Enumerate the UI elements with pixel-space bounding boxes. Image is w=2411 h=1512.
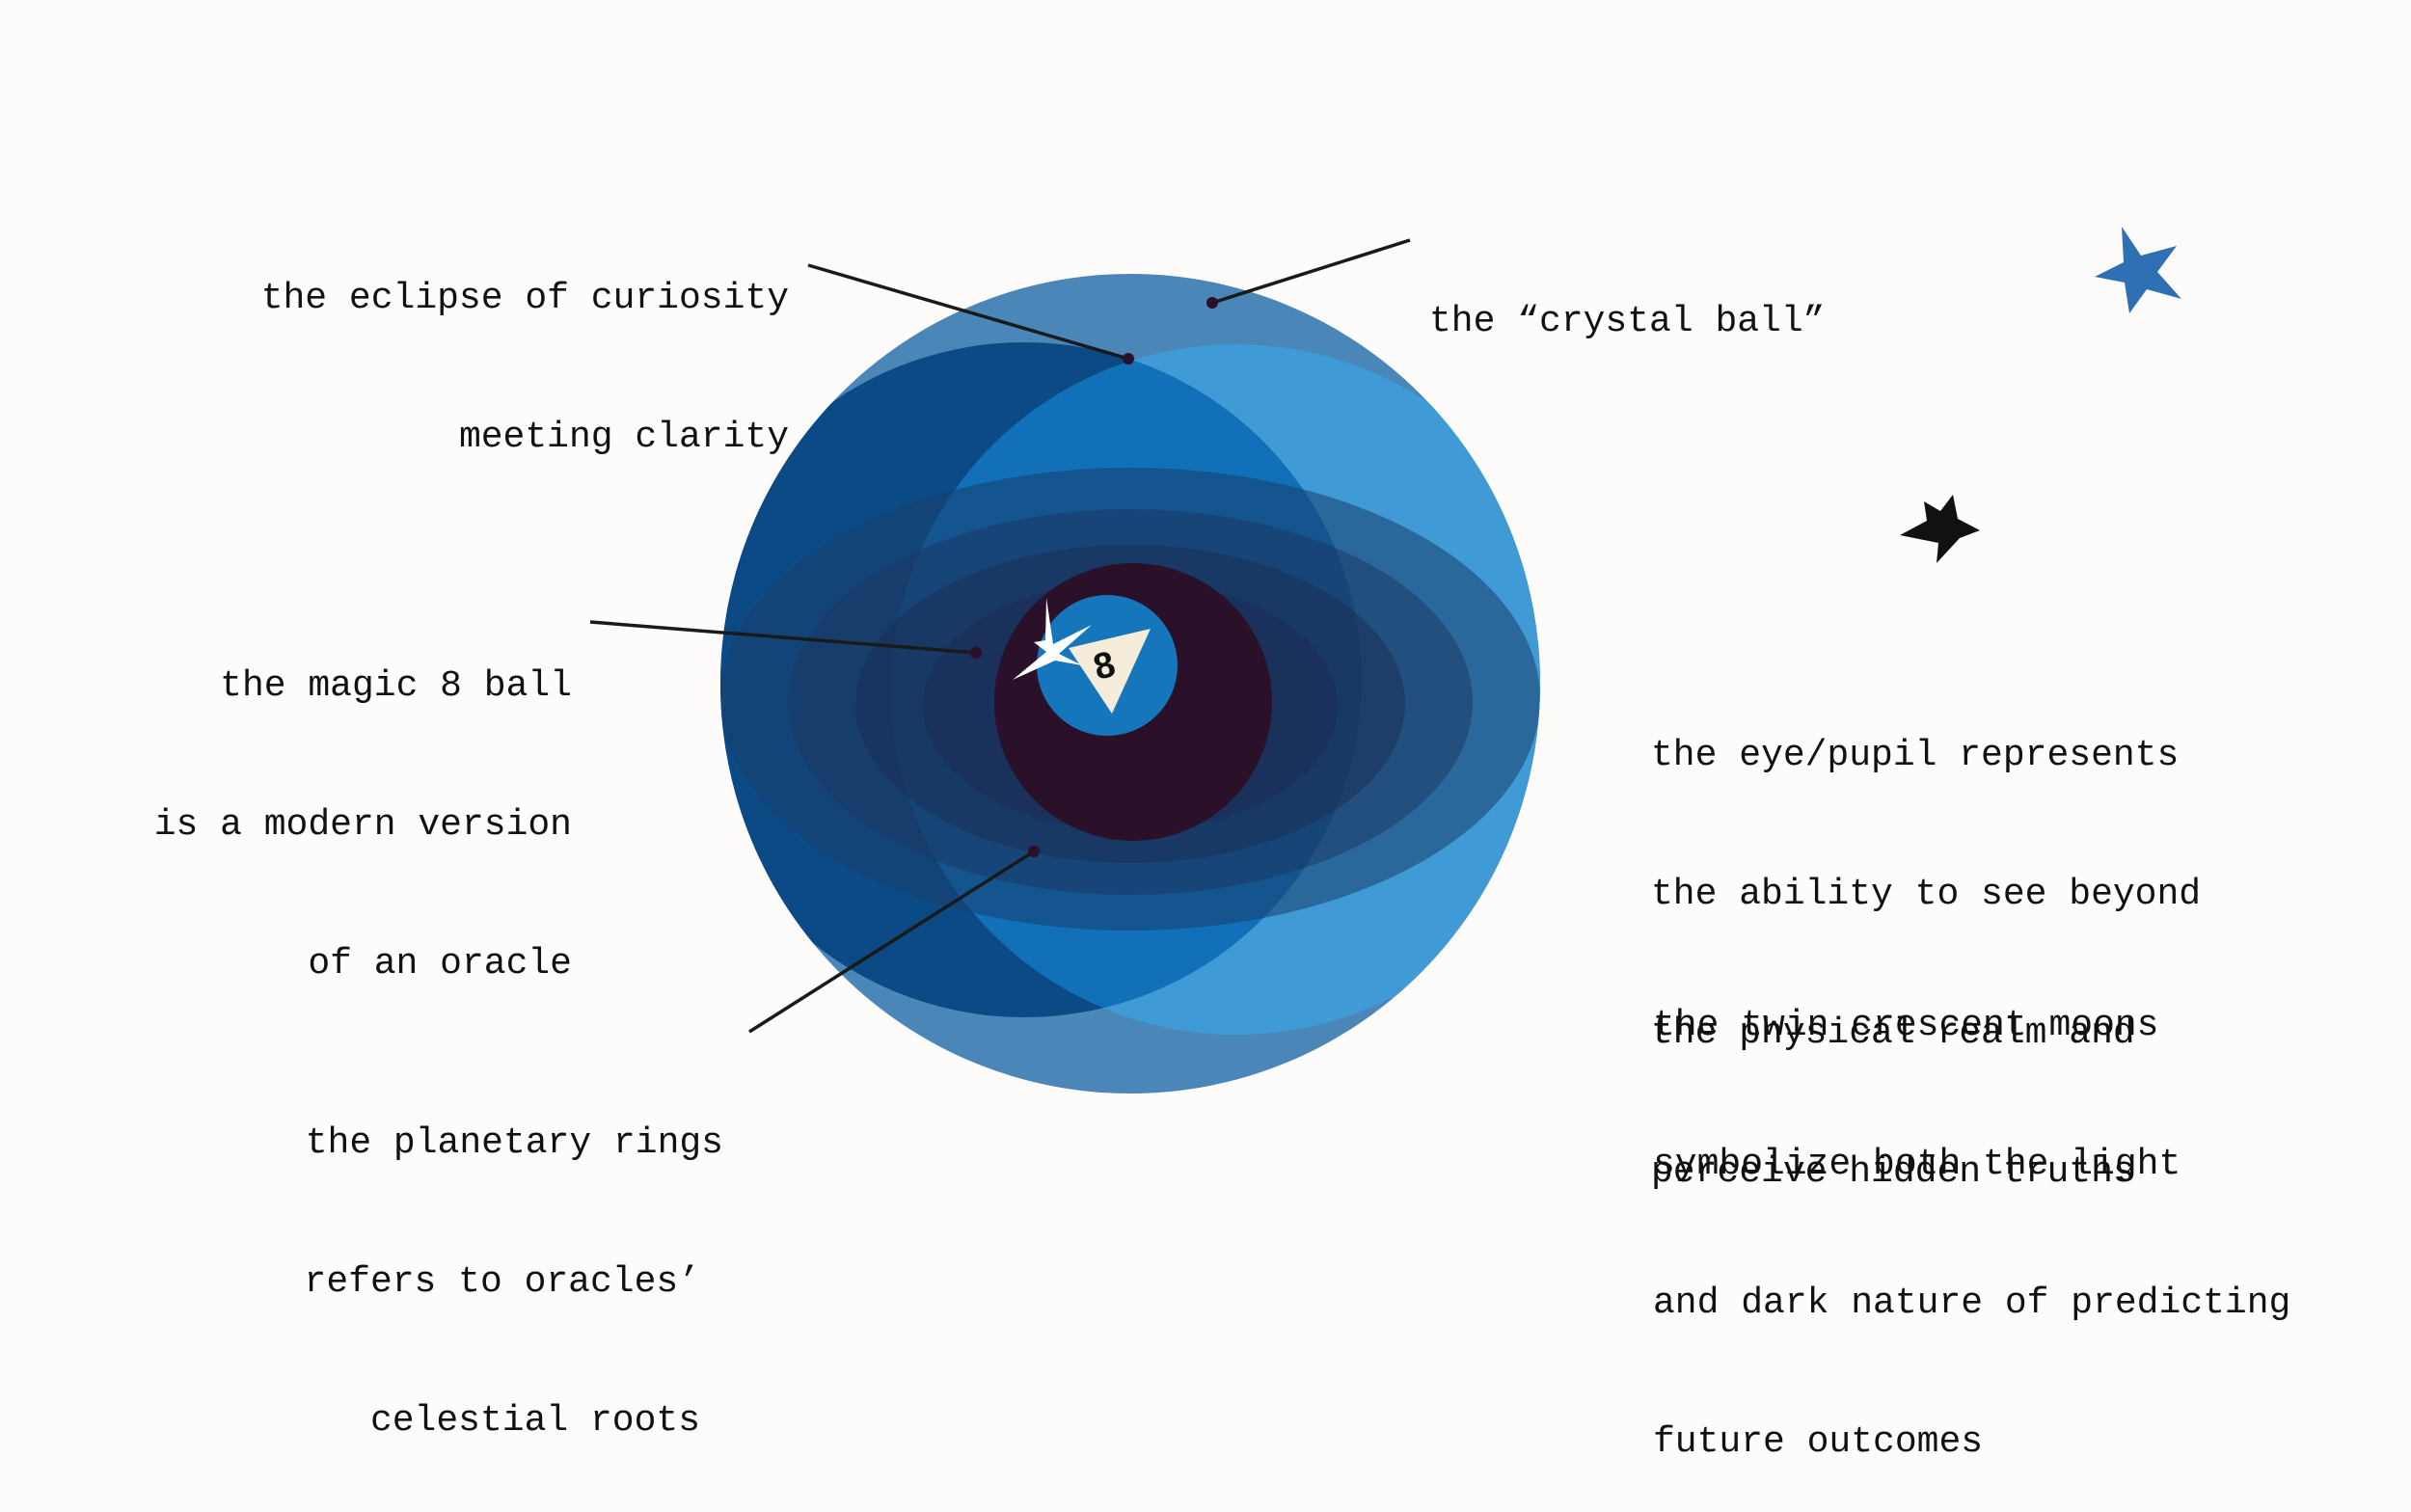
- annotation-magic-8-ball: the magic 8 ball is a modern version of …: [153, 665, 572, 985]
- star-black-icon: [1900, 495, 1980, 563]
- annotation-crescent-moons: the twin crescent moons symbolize both t…: [1653, 1005, 2291, 1463]
- star-blue-icon: [2095, 227, 2181, 313]
- annotation-planetary-rings: the planetary rings refers to oracles’ c…: [304, 1122, 723, 1442]
- leader-dots: [970, 297, 1218, 857]
- leader-lines: [589, 238, 1411, 1034]
- annotation-eclipse: the eclipse of curiosity meeting clarity: [260, 278, 789, 458]
- annotation-crystal-ball: the “crystal ball”: [1429, 301, 1826, 342]
- oracle-diagram: 8: [589, 227, 2181, 1094]
- annotation-eye-pupil: the eye/pupil represents the ability to …: [1651, 735, 2202, 1193]
- magic-8-ball: 8: [1037, 595, 1178, 736]
- sparkle-icon: [1013, 598, 1092, 680]
